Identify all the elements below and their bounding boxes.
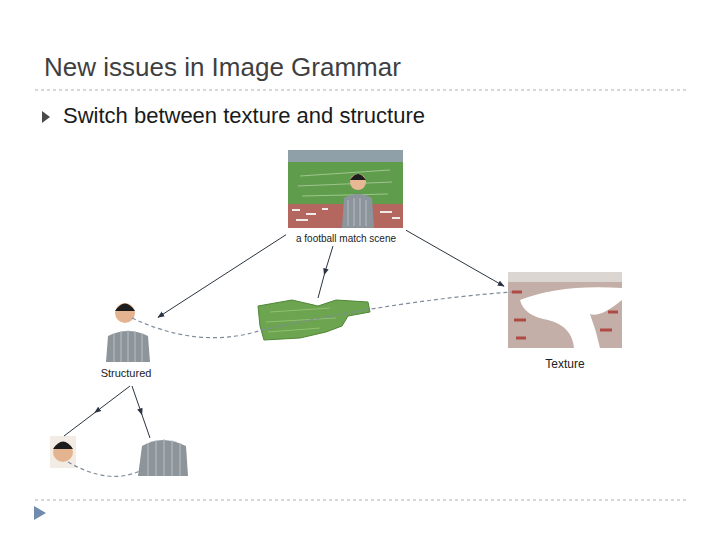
- decomposition-arrow: [406, 230, 504, 286]
- image-caption: Texture: [543, 358, 586, 372]
- bullet-text: Switch between texture and structure: [63, 103, 425, 129]
- bullet-mark: [42, 111, 50, 123]
- rule-line: [35, 90, 686, 91]
- texture-node: Texture: [504, 270, 626, 372]
- scene-image: [288, 150, 403, 228]
- field-region: [258, 300, 370, 340]
- head-image: [50, 436, 76, 468]
- rule-line: [35, 500, 686, 501]
- relation-curve: [132, 292, 512, 338]
- image-caption: a football match scene: [294, 233, 398, 245]
- structured-node: Structured: [94, 296, 158, 380]
- part-line: [132, 386, 150, 438]
- scene-node: a football match scene: [286, 148, 406, 244]
- slide-title: New issues in Image Grammar: [44, 52, 401, 83]
- decomposition-arrow: [158, 235, 286, 318]
- crowd-image: [508, 272, 622, 348]
- part-line: [64, 386, 130, 436]
- person-image: [106, 303, 150, 362]
- image-caption: Structured: [99, 367, 154, 380]
- body-image: [138, 439, 188, 476]
- relation-curve: [68, 462, 142, 476]
- part-line: [318, 246, 333, 298]
- corner-mark: [34, 506, 46, 520]
